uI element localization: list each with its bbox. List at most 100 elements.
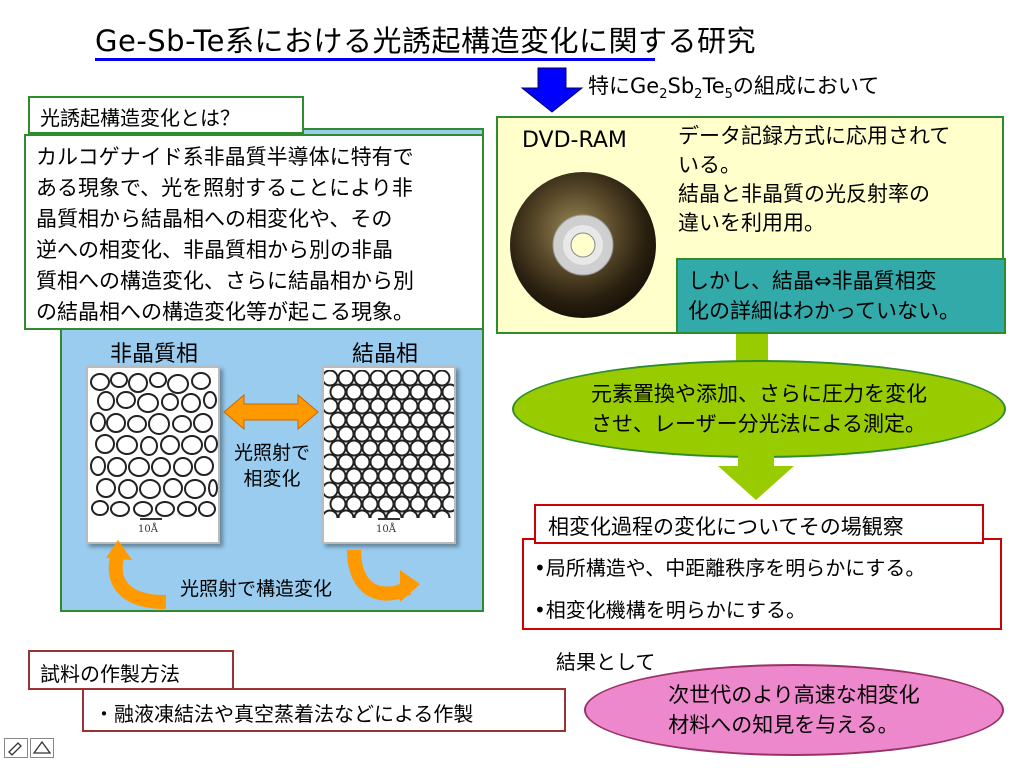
lattice-site bbox=[409, 383, 427, 401]
composition-prefix: 特にGe bbox=[588, 74, 660, 98]
dvd-description-line: いる。 bbox=[678, 153, 741, 177]
dvd-description: データ記録方式に応用されて いる。 結晶と非晶質の光反射率の 違いを利用用。 bbox=[678, 122, 950, 238]
lattice-site bbox=[377, 495, 395, 513]
lattice-site bbox=[377, 383, 395, 401]
lattice-site bbox=[353, 453, 371, 471]
lattice-site bbox=[345, 383, 363, 401]
scale-label: 10Å bbox=[138, 524, 158, 535]
definition-line: ある現象で、光を照射することにより非 bbox=[36, 176, 413, 200]
lattice-site bbox=[417, 397, 435, 415]
dvd-description-line: 結晶と非晶質の光反射率の bbox=[678, 182, 930, 206]
observation-box: •局所構造や、中距離秩序を明らかにする。 •相変化機構を明らかにする。 bbox=[522, 538, 1002, 630]
lattice-site bbox=[425, 495, 443, 513]
lattice-site bbox=[417, 509, 435, 518]
result-oval: 次世代のより高速な相変化 材料への知見を与える。 bbox=[584, 664, 1004, 756]
lattice-site bbox=[401, 453, 419, 471]
scale-label: 10Å bbox=[376, 524, 396, 535]
lattice-site bbox=[441, 383, 454, 401]
definition-line: 質相への構造変化、さらに結晶相から別 bbox=[36, 269, 414, 293]
phase-change-line: 相変化 bbox=[243, 468, 301, 490]
lattice-site bbox=[329, 467, 347, 485]
lattice-site bbox=[425, 411, 443, 429]
lattice-site bbox=[337, 425, 355, 443]
lattice-site bbox=[369, 509, 387, 518]
lattice-site bbox=[337, 509, 355, 518]
observation-item: •局所構造や、中距離秩序を明らかにする。 bbox=[534, 556, 926, 580]
composition-sub-sb: 2 bbox=[694, 87, 703, 103]
lattice-site bbox=[337, 453, 355, 471]
lattice-site bbox=[369, 453, 387, 471]
menu-triangle-icon[interactable] bbox=[30, 738, 54, 758]
pen-icon[interactable] bbox=[4, 738, 28, 758]
lattice-site bbox=[361, 439, 379, 457]
method-text: 元素置換や添加、さらに圧力を変化 させ、レーザー分光法による測定。 bbox=[591, 379, 927, 439]
sample-label: 試料の作製方法 bbox=[28, 650, 234, 690]
lattice-site bbox=[353, 397, 371, 415]
lattice-site bbox=[345, 495, 363, 513]
composition-sub-ge: 2 bbox=[659, 87, 668, 103]
lattice-site bbox=[361, 495, 379, 513]
amorphous-network-icon bbox=[90, 372, 218, 517]
sample-text: ・融液凍結法や真空蒸着法などによる作製 bbox=[82, 688, 566, 732]
lattice-site bbox=[401, 397, 419, 415]
lattice-site bbox=[417, 453, 435, 471]
lattice-site bbox=[329, 439, 347, 457]
observation-title: 相変化過程の変化についてその場観察 bbox=[534, 504, 984, 544]
lattice-site bbox=[425, 439, 443, 457]
lattice-site bbox=[345, 411, 363, 429]
lattice-site bbox=[345, 467, 363, 485]
lattice-site bbox=[353, 509, 371, 518]
lattice-site bbox=[409, 411, 427, 429]
lattice-site bbox=[377, 439, 395, 457]
lattice-site bbox=[409, 467, 427, 485]
method-oval: 元素置換や添加、さらに圧力を変化 させ、レーザー分光法による測定。 bbox=[512, 360, 1006, 458]
result-text: 次世代のより高速な相変化 材料への知見を与える。 bbox=[668, 680, 920, 740]
definition-line: 晶質相から結晶相への相変化や、その bbox=[36, 207, 393, 231]
lattice-site bbox=[401, 425, 419, 443]
lattice-site bbox=[385, 425, 403, 443]
lattice-site bbox=[385, 453, 403, 471]
lattice-site bbox=[433, 481, 451, 499]
lattice-site bbox=[409, 439, 427, 457]
lattice-site bbox=[361, 411, 379, 429]
lattice-site bbox=[324, 425, 339, 443]
dvd-description-line: データ記録方式に応用されて bbox=[678, 124, 951, 148]
lattice-site bbox=[337, 397, 355, 415]
lattice-site bbox=[369, 425, 387, 443]
lattice-site bbox=[361, 383, 379, 401]
lattice-site bbox=[441, 411, 454, 429]
slide-nav bbox=[4, 738, 56, 760]
lattice-site bbox=[393, 439, 411, 457]
lattice-site bbox=[425, 383, 443, 401]
problem-line: しかし、結晶⇔非晶質相変 bbox=[688, 269, 937, 293]
lattice-site bbox=[433, 509, 451, 518]
lattice-site bbox=[409, 495, 427, 513]
definition-line: 逆への相変化、非晶質相から別の非晶 bbox=[36, 238, 393, 262]
lattice-site bbox=[401, 370, 419, 387]
lattice-site bbox=[433, 397, 451, 415]
lattice-site bbox=[385, 370, 403, 387]
lattice-site bbox=[369, 370, 387, 387]
lattice-site bbox=[324, 370, 339, 387]
lattice-site bbox=[329, 411, 347, 429]
lattice-site bbox=[393, 495, 411, 513]
lattice-site bbox=[324, 453, 339, 471]
lattice-site bbox=[329, 495, 347, 513]
lattice-site bbox=[441, 439, 454, 457]
amorphous-label: 非晶質相 bbox=[110, 342, 199, 367]
lattice-site bbox=[329, 383, 347, 401]
curved-arrow-left-icon bbox=[106, 540, 167, 609]
dvd-description-line: 違いを利用用。 bbox=[678, 211, 825, 235]
lattice-site bbox=[369, 397, 387, 415]
lattice-site bbox=[345, 439, 363, 457]
lattice-site bbox=[417, 370, 435, 387]
lattice-site bbox=[401, 481, 419, 499]
definition-box: カルコゲナイド系非晶質半導体に特有で ある現象で、光を照射することにより非 晶質… bbox=[24, 134, 484, 330]
lattice-site bbox=[353, 425, 371, 443]
dvd-disc-icon bbox=[510, 172, 656, 318]
lattice-site bbox=[324, 509, 339, 518]
method-line: 元素置換や添加、さらに圧力を変化 bbox=[591, 382, 927, 406]
lattice-site bbox=[441, 467, 454, 485]
lattice-site bbox=[433, 370, 451, 387]
structure-change-label: 光照射で構造変化 bbox=[180, 578, 333, 600]
